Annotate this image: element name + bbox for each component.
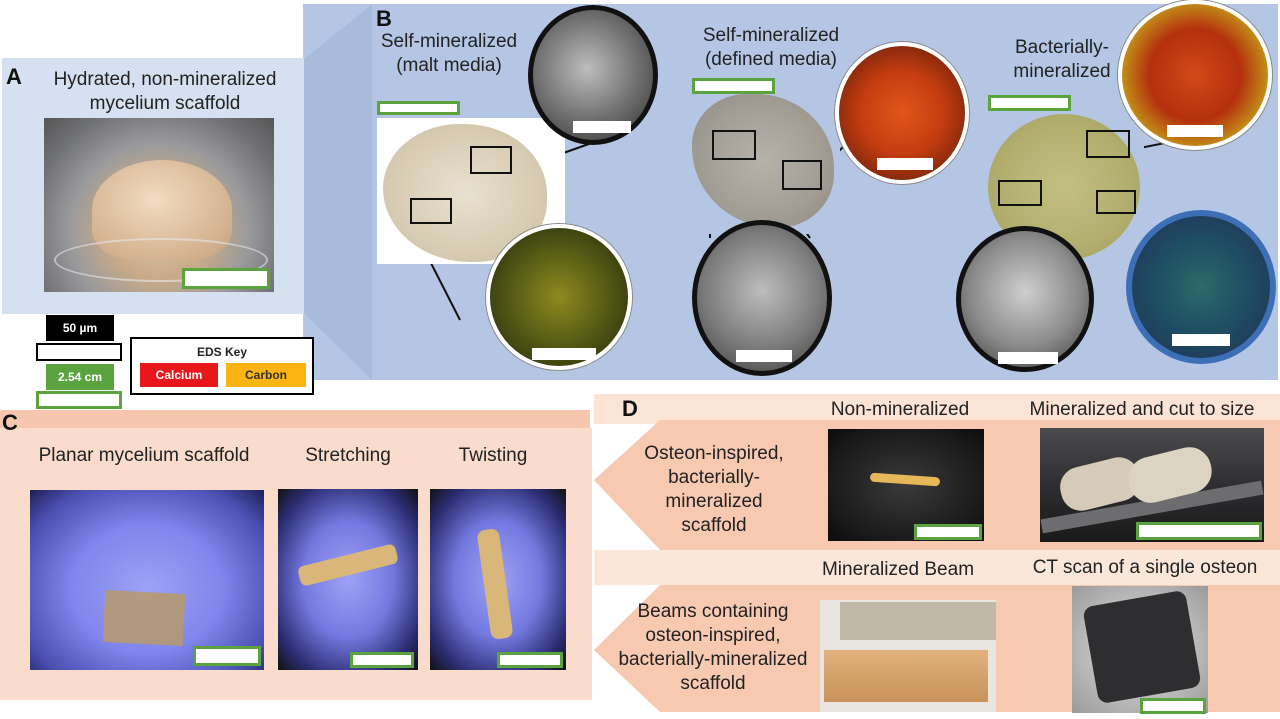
defined-eds-circle (835, 42, 969, 184)
malt-eds-scale-bar (532, 348, 596, 360)
panel-d-letter: D (622, 396, 638, 421)
bacterial-sem-circle (956, 226, 1094, 372)
defined-zoom-box-1 (712, 130, 756, 160)
osteon-scaffold-caption: Osteon-inspired, bacterially- mineralize… (626, 442, 802, 538)
beams-caption-line3: bacterially-mineralized (618, 649, 808, 670)
bacterial-eds-ca-scale-bar (1167, 125, 1223, 137)
ct-caption: CT scan of a single osteon (1032, 557, 1258, 578)
legend-scale-cm: 2.54 cm (46, 364, 114, 390)
osteon-caption-line2: bacterially- (668, 467, 760, 488)
bacterial-zoom-box-2 (998, 180, 1042, 206)
beam-photo (820, 600, 996, 712)
panel-b-letter: B (376, 6, 392, 31)
bacterial-caption: Bacterially- mineralized (992, 36, 1132, 84)
nonmin-osteon-photo (828, 429, 984, 541)
malt-zoom-box-2 (410, 198, 452, 224)
beams-caption-line1: Beams containing (637, 601, 789, 622)
stretching-photo (278, 489, 418, 670)
eds-calcium: Calcium (140, 363, 218, 387)
bacterial-caption-line1: Bacterially- (1015, 37, 1109, 58)
twisted-scaffold (476, 528, 514, 640)
malt-zoom-box-1 (470, 146, 512, 174)
beams-caption: Beams containing osteon-inspired, bacter… (612, 600, 814, 696)
defined-caption-line2: (defined media) (704, 49, 838, 70)
defined-zoom-box-2 (782, 160, 822, 190)
twisting-scale-bar (497, 652, 563, 668)
malt-scaffold-photo (377, 118, 565, 264)
planar-scaffold-photo (30, 490, 264, 670)
panel-a-caption-line2: mycelium scaffold (89, 93, 241, 114)
malt-eds-circle (486, 224, 632, 370)
nonmin-osteon-tube (869, 472, 941, 487)
beams-caption-line2: osteon-inspired, (645, 625, 781, 646)
malt-caption-line1: Self-mineralized (380, 31, 518, 52)
ct-scan-photo (1072, 586, 1208, 713)
scale-bar (182, 268, 270, 289)
bacterial-zoom-box-1 (1086, 130, 1130, 158)
malt-caption-line2: (malt media) (396, 55, 502, 76)
twisting-photo (430, 489, 566, 670)
planar-scaffold-sheet (102, 589, 186, 647)
petri-dish-rim (54, 238, 268, 282)
panel-a-letter: A (6, 64, 22, 89)
beam-ruler (840, 602, 996, 640)
eds-carbon: Carbon (226, 363, 306, 387)
mincut-caption: Mineralized and cut to size (1029, 399, 1255, 420)
bacterial-eds-mixed-scale-bar (1172, 334, 1230, 346)
panel-c-letter: C (2, 410, 18, 435)
hydrated-scaffold-photo (44, 118, 274, 292)
osteon-caption-line1: Osteon-inspired, (644, 443, 784, 464)
bacterial-sem-scale-bar (998, 352, 1058, 364)
malt-sem-scale-bar (573, 121, 631, 133)
eds-key: EDS Key Calcium Carbon (130, 337, 314, 395)
defined-scale-bar (692, 78, 775, 94)
beam-caption: Mineralized Beam (821, 559, 975, 580)
bacterial-zoom-box-3 (1096, 190, 1136, 214)
defined-caption-line1: Self-mineralized (702, 25, 840, 46)
nonmin-caption: Non-mineralized (830, 399, 970, 420)
planar-scale-bar (193, 646, 261, 666)
panel-b-wedge (303, 4, 372, 380)
legend-scale-cm-bar (36, 391, 122, 409)
legend-scale-um-bar (36, 343, 122, 361)
defined-media-caption: Self-mineralized (defined media) (686, 24, 856, 72)
panel-a-caption: Hydrated, non-mineralized mycelium scaff… (30, 68, 300, 116)
defined-eds-scale-bar (877, 158, 933, 170)
twisting-caption: Twisting (458, 445, 528, 466)
stretching-scale-bar (350, 652, 414, 668)
osteon-caption-line3: mineralized (665, 491, 763, 512)
planar-caption: Planar mycelium scaffold (38, 445, 250, 466)
panel-a-caption-line1: Hydrated, non-mineralized (53, 69, 277, 90)
legend-scale-um: 50 µm (46, 315, 114, 341)
osteon-caption-line4: scaffold (681, 515, 747, 536)
panel-c-header-band (0, 410, 590, 428)
beams-caption-line4: scaffold (680, 673, 746, 694)
mineralized-beam (824, 650, 988, 702)
bacterial-scale-bar (988, 95, 1071, 111)
nonmin-scale-bar (914, 524, 982, 540)
ct-scale-bar (1140, 698, 1206, 714)
eds-key-title: EDS Key (196, 345, 248, 359)
stretching-caption: Stretching (305, 445, 391, 466)
defined-sem-scale-bar (736, 350, 792, 362)
stretched-scaffold (297, 543, 399, 587)
malt-scale-bar (377, 101, 460, 115)
bacterial-caption-line2: mineralized (1013, 61, 1111, 82)
ct-osteon (1082, 589, 1202, 705)
mincut-scale-bar (1136, 522, 1262, 540)
malt-media-caption: Self-mineralized (malt media) (366, 30, 532, 78)
